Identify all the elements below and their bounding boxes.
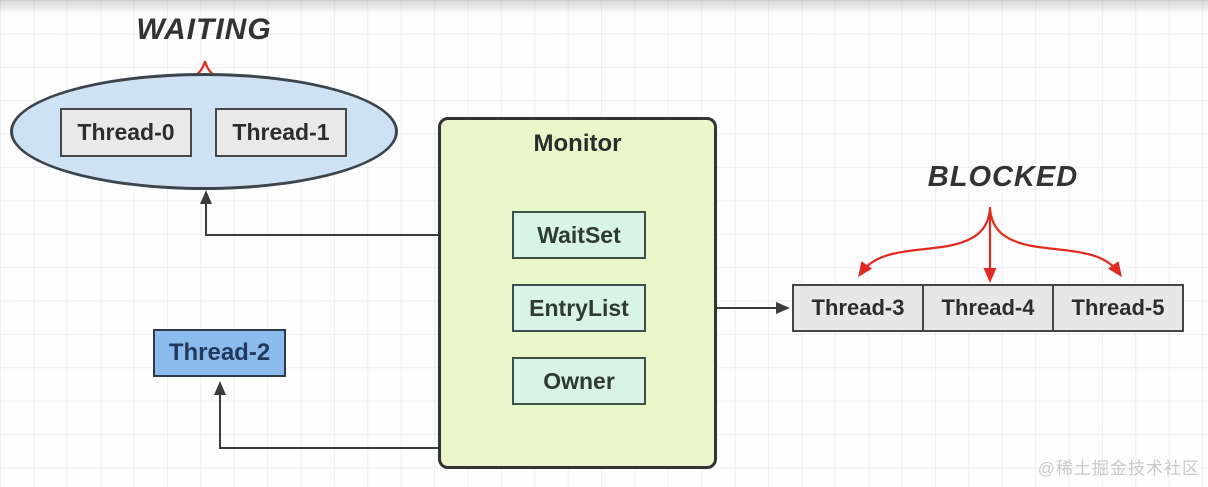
blocked-state-label: BLOCKED xyxy=(927,161,1079,193)
blocked-threads-row: Thread-3 Thread-4 Thread-5 xyxy=(792,284,1184,332)
entrylist-box: EntryList xyxy=(512,284,646,332)
monitor-title: Monitor xyxy=(533,130,622,157)
waitset-to-ellipse-arrow xyxy=(200,190,512,236)
watermark-text: @稀土掘金技术社区 xyxy=(1037,459,1200,478)
thread-3-box: Thread-3 xyxy=(792,284,924,332)
thread-0-box: Thread-0 xyxy=(60,108,192,157)
thread-4-box: Thread-4 xyxy=(922,284,1054,332)
thread-2-box: Thread-2 xyxy=(153,329,286,377)
thread-5-box: Thread-5 xyxy=(1052,284,1184,332)
waiting-state-label: WAITING xyxy=(136,13,272,46)
waitset-box: WaitSet xyxy=(512,211,646,259)
thread-1-box: Thread-1 xyxy=(215,108,347,157)
blocked-fork-left-arrow xyxy=(858,208,992,278)
blocked-fork-right-arrow xyxy=(988,208,1122,278)
owner-box: Owner xyxy=(512,357,646,405)
